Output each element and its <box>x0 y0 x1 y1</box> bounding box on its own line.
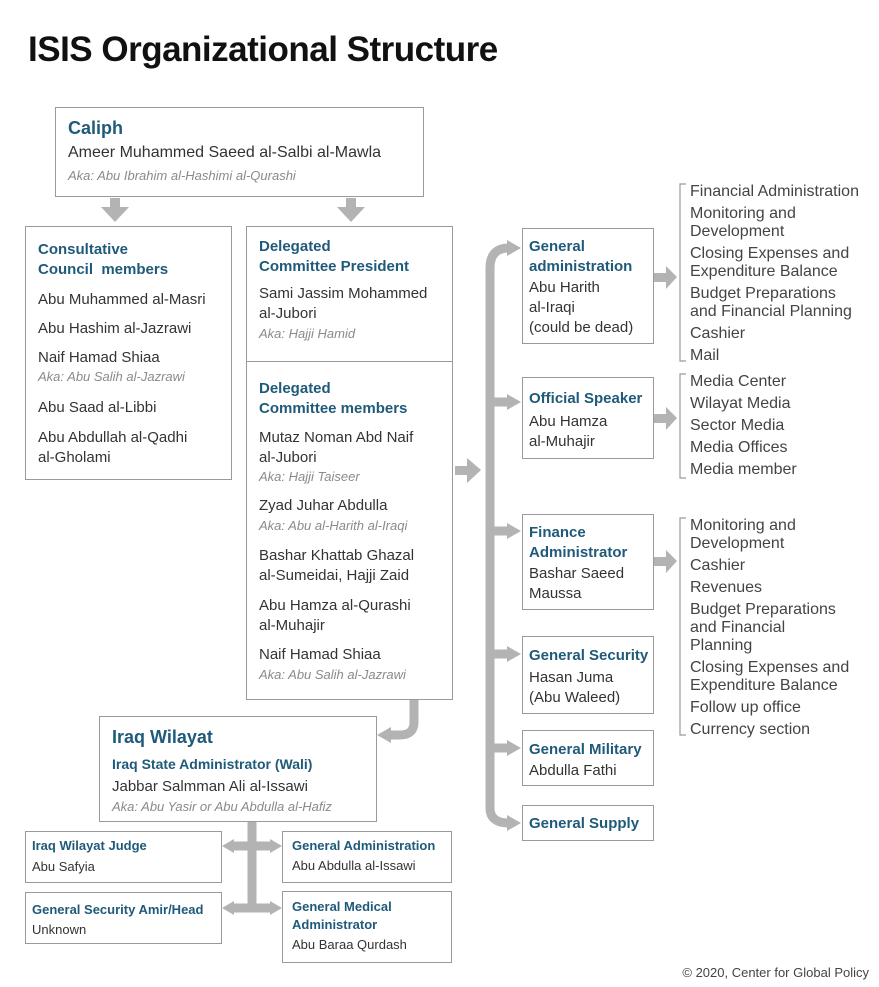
arrow-committee-to-wilayat <box>377 727 391 743</box>
general-security-head: Hasan Juma (Abu Waleed) <box>529 669 621 706</box>
credit-text: © 2020, Center for Global Policy <box>682 965 869 980</box>
security-amir-name: Unknown <box>32 922 87 937</box>
wilayat-general-administration-box: General Administration Abu Abdulla al-Is… <box>282 831 452 883</box>
committee-member-aka: Aka: Hajji Taiseer <box>259 469 360 484</box>
council-member: Abu Saad al-Libbi <box>38 399 157 416</box>
consultative-council-box: Consultative Council members Abu Muhamme… <box>25 226 232 480</box>
general-administration-subunits: Financial Administration Monitoring and … <box>690 183 859 364</box>
iraq-wilayat-box: Iraq Wilayat Iraq State Administrator (W… <box>99 716 377 822</box>
general-security-box: General Security Hasan Juma (Abu Waleed) <box>522 636 654 714</box>
delegated-committee-members-box: Delegated Committee members Mutaz Noman … <box>246 361 453 700</box>
finance-head: Bashar Saeed Maussa <box>529 565 625 602</box>
arrow-finance-subunits <box>666 550 677 573</box>
arrow-caliph-to-committee <box>337 207 365 222</box>
spine-line <box>485 243 510 828</box>
council-member: Abu Hashim al-Jazrawi <box>38 320 192 337</box>
council-member: Abu Abdullah al-Qadhi al-Gholami <box>38 429 188 466</box>
general-medical-administrator-box: General Medical Administrator Abu Baraa … <box>282 891 452 963</box>
security-amir-heading: General Security Amir/Head <box>32 902 204 917</box>
official-speaker-head: Abu Hamza al-Muhajir <box>529 413 608 450</box>
delegated-committee-president-box: Delegated Committee President Sami Jassi… <box>246 226 453 362</box>
medical-heading: General Medical Administrator <box>292 899 392 932</box>
general-military-head: Abdulla Fathi <box>529 762 617 779</box>
iraq-wilayat-role: Iraq State Administrator (Wali) <box>112 756 313 772</box>
arrow-committee-to-spine <box>467 458 481 483</box>
arrow-speaker-subunits <box>666 407 677 430</box>
committee-member-aka: Aka: Abu al-Harith al-Iraqi <box>259 518 408 533</box>
general-administration-heading: General administration <box>529 238 633 275</box>
general-supply-box: General Supply <box>522 805 654 841</box>
general-military-heading: General Military <box>529 741 642 758</box>
official-speaker-box: Official Speaker Abu Hamza al-Muhajir <box>522 377 654 459</box>
official-speaker-heading: Official Speaker <box>529 390 643 407</box>
medical-name: Abu Baraa Qurdash <box>292 937 407 952</box>
finance-subunits: Monitoring and Development Cashier Reven… <box>690 517 850 738</box>
iraq-wilayat-heading: Iraq Wilayat <box>112 727 213 747</box>
official-speaker-subunits: Media Center Wilayat Media Sector Media … <box>690 373 797 478</box>
caliph-role: Caliph <box>68 118 124 138</box>
iraq-wilayat-aka: Aka: Abu Yasir or Abu Abdulla al-Hafiz <box>112 799 332 814</box>
wilayat-gen-admin-heading: General Administration <box>292 838 436 853</box>
general-administration-box: General administration Abu Harith al-Ira… <box>522 228 654 344</box>
president-heading: Delegated Committee President <box>259 238 410 275</box>
committee-member: Bashar Khattab Ghazal al-Sumeidai, Hajji… <box>259 547 415 584</box>
judge-name: Abu Safyia <box>32 859 95 874</box>
council-member: Naif Hamad Shiaa <box>38 349 160 366</box>
caliph-aka: Aka: Abu Ibrahim al-Hashimi al-Qurashi <box>68 168 296 183</box>
wilayat-gen-admin-name: Abu Abdulla al-Issawi <box>292 858 416 873</box>
president-aka: Aka: Hajji Hamid <box>259 326 356 341</box>
committee-member: Abu Hamza al-Qurashi al-Muhajir <box>259 597 411 634</box>
arrow-general-admin-subunits <box>666 266 677 289</box>
consultative-heading: Consultative Council members <box>38 241 169 278</box>
committee-member: Naif Hamad Shiaa <box>259 646 381 663</box>
council-member-aka: Aka: Abu Salih al-Jazrawi <box>38 369 185 384</box>
bracket-finance <box>679 517 686 736</box>
bracket-general-admin <box>679 183 686 362</box>
committee-member: Zyad Juhar Abdulla <box>259 497 388 514</box>
connector-committee-spine <box>455 466 469 475</box>
committee-member-aka: Aka: Abu Salih al-Jazrawi <box>259 667 406 682</box>
general-administration-head: Abu Harith al-Iraqi (could be dead) <box>529 279 634 336</box>
bracket-speaker <box>679 373 686 479</box>
general-supply-heading: General Supply <box>529 815 640 832</box>
page-title: ISIS Organizational Structure <box>28 30 498 69</box>
caliph-name: Ameer Muhammed Saeed al-Salbi al-Mawla <box>68 144 382 161</box>
iraq-wilayat-name: Jabbar Salmman Ali al-Issawi <box>112 778 308 795</box>
finance-administrator-box: Finance Administrator Bashar Saeed Mauss… <box>522 514 654 610</box>
connector-caliph-right <box>346 198 356 208</box>
iraq-wilayat-judge-box: Iraq Wilayat Judge Abu Safyia <box>25 831 222 883</box>
council-member: Abu Muhammed al-Masri <box>38 291 206 308</box>
committee-member: Mutaz Noman Abd Naif al-Jubori <box>259 429 414 466</box>
security-amir-box: General Security Amir/Head Unknown <box>25 892 222 944</box>
committee-members-heading: Delegated Committee members <box>259 380 408 417</box>
president-name: Sami Jassim Mohammed al-Jubori <box>259 285 428 322</box>
general-security-heading: General Security <box>529 647 649 664</box>
caliph-box: Caliph Ameer Muhammed Saeed al-Salbi al-… <box>55 107 424 197</box>
arrow-caliph-to-council <box>101 207 129 222</box>
judge-heading: Iraq Wilayat Judge <box>32 838 147 853</box>
general-military-box: General Military Abdulla Fathi <box>522 730 654 786</box>
connector-caliph-left <box>110 198 120 208</box>
finance-heading: Finance Administrator <box>529 524 628 561</box>
